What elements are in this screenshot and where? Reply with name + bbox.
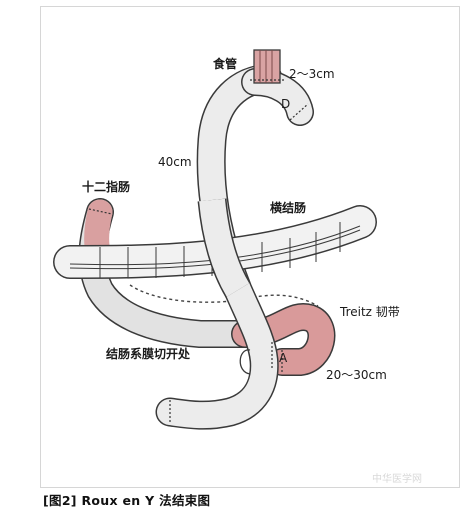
transverse-colon xyxy=(53,205,377,279)
label-anastomosis-a: A xyxy=(279,351,288,365)
label-distance-a: 20～30cm xyxy=(326,368,387,382)
label-anastomosis-d: D xyxy=(281,97,290,111)
figure-number: [图2] xyxy=(43,493,77,508)
figure-caption: [图2] Roux en Y 法结束图 xyxy=(43,490,210,509)
mesocolon-dashed-path xyxy=(129,284,319,307)
label-esophagus: 食管 xyxy=(212,56,237,71)
label-esophagus-stump: 2～3cm xyxy=(289,67,335,81)
figure-title: Roux en Y 法结束图 xyxy=(81,493,211,508)
label-duodenum: 十二指肠 xyxy=(82,179,130,194)
esophagus xyxy=(253,49,281,84)
label-mesocolon-opening: 结肠系膜切开处 xyxy=(106,346,191,361)
duodenal-stump xyxy=(84,199,113,259)
watermark-logo: 中华医学网 xyxy=(372,474,422,485)
jejunojejunal-loop xyxy=(239,349,251,375)
label-transverse-colon: 横结肠 xyxy=(270,200,306,215)
label-treitz: Treitz 韧带 xyxy=(339,305,400,319)
figure-frame xyxy=(40,6,460,488)
label-limb-length: 40cm xyxy=(158,155,192,169)
